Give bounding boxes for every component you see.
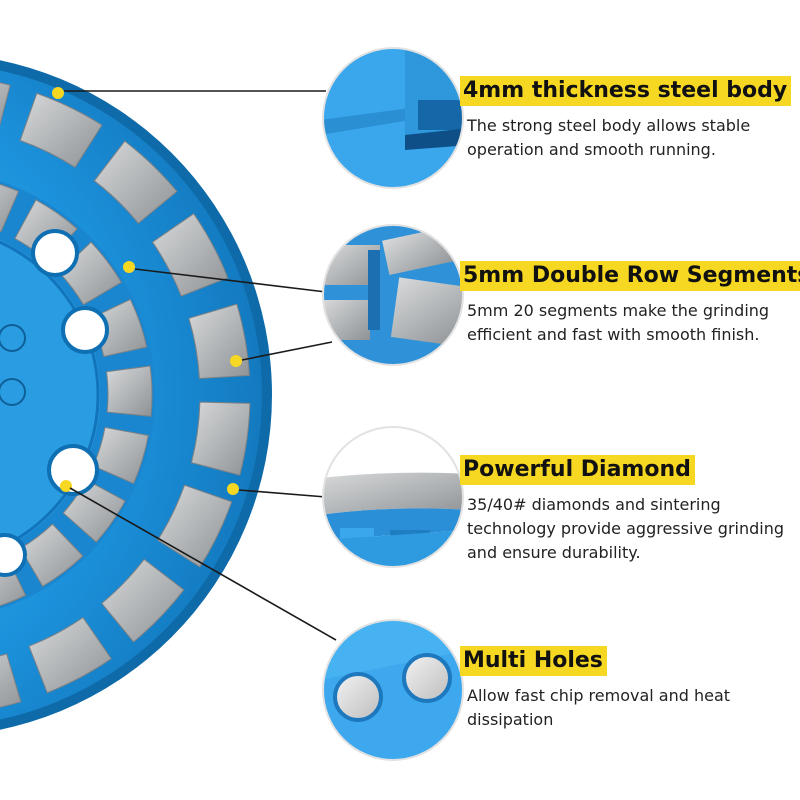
diamond-segment [157,484,233,568]
cooling-hole [31,229,79,277]
feature-description: 35/40# diamonds and sintering technology… [467,495,785,562]
outer-segment-row [0,82,251,708]
detail-powerful-diamond [322,426,464,568]
pointer-dot [123,261,135,273]
diamond-segment [0,653,22,708]
feature-title: 4mm thickness steel body [460,76,792,106]
feature-title: Powerful Diamond [460,455,695,485]
safety-pictogram-icon [0,324,26,352]
diamond-segment [0,82,11,127]
feature-description: 5mm 20 segments make the grinding effici… [467,301,770,344]
cooling-hole [47,444,99,496]
feature-powerful-diamond: Powerful Diamond 35/40# diamonds and sin… [460,455,800,565]
pointer-dot [52,87,64,99]
cooling-hole [0,533,27,577]
feature-steel-body: 4mm thickness steel body The strong stee… [460,76,800,162]
diamond-segment [0,183,20,233]
feature-description: Allow fast chip removal and heat dissipa… [467,686,731,729]
leader-lines [64,90,337,641]
safety-pictogram-icon [0,378,26,406]
cooling-hole [61,306,109,354]
leader-line [69,487,337,641]
diamond-segment [19,92,103,168]
feature-title: Multi Holes [460,646,607,676]
diamond-segment [101,558,185,643]
pointer-dot [227,483,239,495]
detail-steel-body [322,47,464,189]
diamond-segment [190,401,251,476]
leader-line [241,341,333,361]
leader-line [134,268,327,293]
feature-title: 5mm Double Row Segments [460,261,800,291]
hub-edge [0,240,100,550]
leader-line [238,489,327,498]
feature-multi-holes: Multi Holes Allow fast chip removal and … [460,646,800,732]
feature-double-row-segments: 5mm Double Row Segments 5mm 20 segments … [460,261,800,347]
diamond-segment [92,426,149,485]
detail-multi-holes [322,619,464,761]
feature-description: The strong steel body allows stable oper… [467,116,751,159]
diamond-segment [28,616,112,694]
diamond-segment [151,213,229,297]
diamond-segment [93,140,178,224]
diamond-segment [19,523,84,587]
pointer-dot [230,355,242,367]
pointer-dot [60,480,72,492]
detail-double-row-segments [322,224,464,366]
grinding-wheel [0,60,272,730]
diamond-segment [105,365,153,417]
